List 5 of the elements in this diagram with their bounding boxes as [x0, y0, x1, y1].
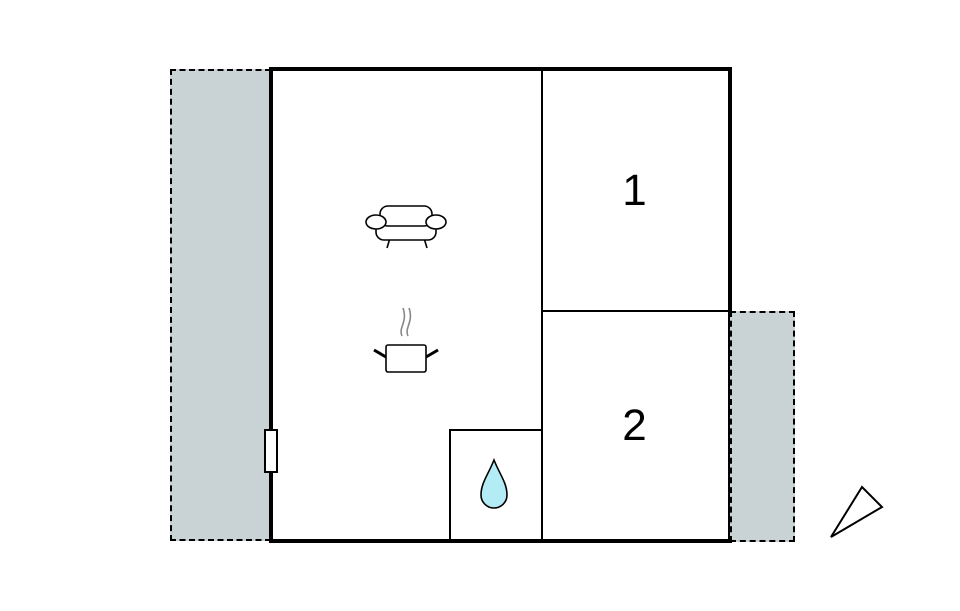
terrace-area [170, 69, 271, 541]
room-area [541, 67, 732, 312]
room-number: 2 [622, 400, 647, 450]
room-number: 1 [622, 166, 647, 216]
terrace-area [730, 311, 795, 542]
